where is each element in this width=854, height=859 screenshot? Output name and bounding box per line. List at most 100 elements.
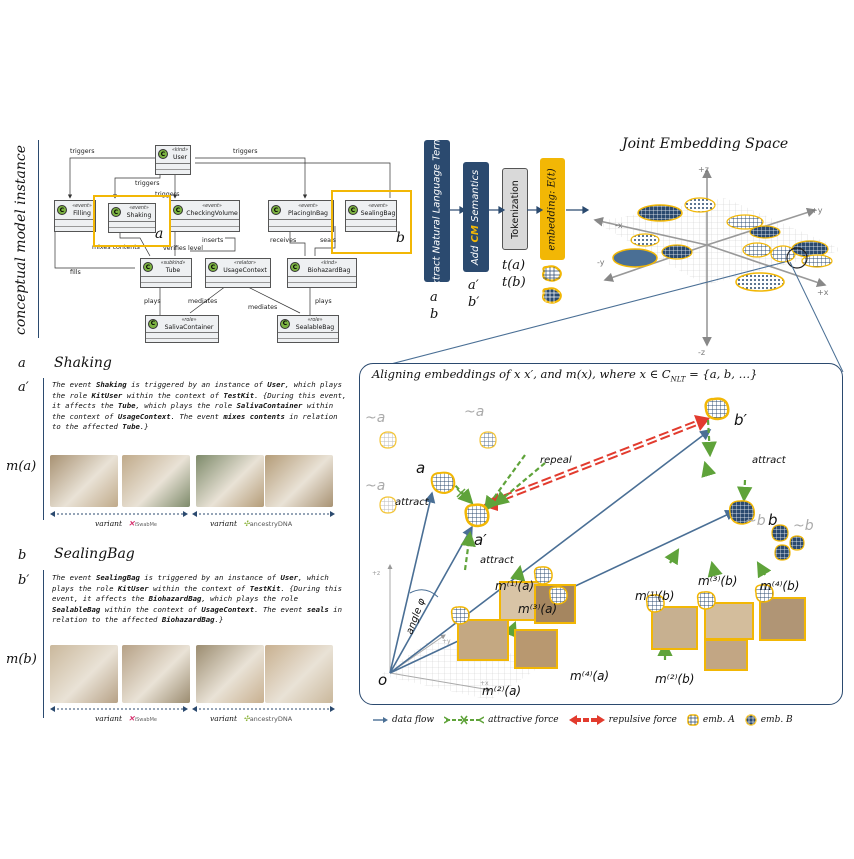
svg-text:a′: a′	[474, 531, 487, 549]
example-a-letter: a	[18, 356, 26, 371]
uml-class-usage: C «relator» UsageContext	[205, 258, 271, 288]
svg-text:mediates: mediates	[248, 304, 277, 311]
arrow-icon	[373, 717, 388, 723]
media-frames-b	[651, 597, 806, 671]
legend: data flow attractive force repulsive for…	[372, 712, 842, 728]
zoom-circle	[786, 247, 808, 269]
mini-axis-labels: +z+y+x	[372, 570, 489, 687]
pipeline-step-embedding: embedding: E(t)	[540, 158, 565, 260]
highlight-label-a: a	[155, 226, 164, 242]
highlight-label-b: b	[396, 230, 405, 246]
example-a-prime: a′	[18, 380, 29, 395]
svg-text:~b: ~b	[793, 518, 814, 534]
svg-text:+x: +x	[480, 680, 489, 687]
highlight-shaking	[93, 195, 171, 247]
svg-text:m⁽²⁾(a): m⁽²⁾(a)	[482, 684, 521, 698]
media-photo	[50, 645, 118, 703]
svg-text:o: o	[378, 671, 387, 689]
class-icon: C	[111, 207, 121, 218]
svg-text:-x: -x	[615, 221, 623, 230]
svg-text:triggers: triggers	[233, 148, 258, 155]
alignment-diagram: +z+y+x	[365, 397, 814, 700]
emb-not-a	[379, 431, 497, 514]
class-icon: C	[280, 318, 290, 329]
svg-text:b: b	[768, 511, 778, 529]
svg-text:plays: plays	[144, 298, 161, 305]
svg-text:repeal: repeal	[540, 455, 572, 466]
svg-text:inserts: inserts	[202, 237, 223, 244]
svg-text:triggers: triggers	[70, 148, 95, 155]
svg-text:+y: +y	[442, 638, 451, 645]
ancestry-logo: ✣	[243, 519, 250, 528]
emb-a-icon	[687, 714, 699, 726]
media-photo	[265, 645, 333, 703]
pipeline-out-b-prime: b′	[468, 295, 480, 310]
pipeline-step-tokenization: Tokenization	[502, 168, 528, 250]
pipeline-input-a: a	[430, 290, 438, 305]
example-a-name: Shaking	[54, 355, 112, 371]
example-b-variant-2: variant ✣ancestryDNA	[210, 714, 293, 723]
media-photo	[122, 645, 190, 703]
pipeline-out-ta: t(a)	[502, 258, 526, 273]
class-icon: C	[57, 205, 67, 215]
legend-item-attractive: attractive force	[444, 715, 559, 725]
svg-text:m⁽³⁾(b): m⁽³⁾(b)	[698, 574, 737, 588]
emb-b-icon	[745, 714, 757, 726]
svg-text:m⁽¹⁾(b): m⁽¹⁾(b)	[635, 589, 674, 603]
pipeline-out-a-prime: a′	[468, 278, 479, 293]
media-photo	[122, 455, 190, 507]
svg-text:plays: plays	[315, 298, 332, 305]
svg-text:~b: ~b	[745, 513, 766, 529]
pipeline-step-extract: Extract Natural Language Terms	[424, 130, 450, 292]
uml-class-tube: C «subkind» Tube	[140, 258, 192, 288]
example-b-description: The event SealingBag is triggered by an …	[52, 573, 342, 625]
class-icon: C	[143, 262, 153, 273]
legend-item-data-flow: data flow	[372, 715, 434, 725]
attractive-forces	[449, 419, 772, 660]
media-emb-a	[450, 566, 568, 625]
embedding-vectors	[389, 429, 737, 674]
svg-text:attract: attract	[752, 455, 787, 466]
pipeline-out-tb: t(b)	[502, 275, 526, 290]
class-icon: C	[158, 149, 168, 160]
attractive-force-icon	[444, 715, 485, 725]
example-a-variant-2: variant ✣ancestryDNA	[210, 519, 293, 528]
emb-a-prime	[464, 503, 490, 528]
svg-text:angle φ: angle φ	[404, 597, 427, 636]
svg-text:mixes contents: mixes contents	[92, 244, 140, 251]
iswabme-logo: ✕	[128, 519, 135, 528]
class-icon: C	[173, 205, 183, 215]
pipeline-input-b: b	[430, 307, 439, 322]
svg-text:seals: seals	[320, 237, 336, 244]
example-a-media-label: m(a)	[6, 459, 37, 474]
svg-text:-y: -y	[597, 258, 605, 267]
svg-text:m⁽³⁾(a): m⁽³⁾(a)	[518, 602, 557, 616]
example-a-divider	[43, 378, 44, 520]
uml-class-sealing: C «event» SealingBag	[345, 200, 397, 232]
media-photo	[50, 455, 118, 507]
emb-b	[728, 500, 756, 525]
uml-class-filling: C «event» Filling	[54, 200, 96, 232]
svg-text:fills: fills	[70, 269, 81, 276]
ancestry-logo: ✣	[243, 714, 250, 723]
svg-text:mediates: mediates	[188, 298, 217, 305]
media-photo	[196, 645, 264, 703]
svg-text:verifies level: verifies level	[163, 245, 203, 252]
media-emb-b	[645, 584, 774, 613]
example-a-variant-bar	[50, 511, 335, 517]
pipeline-arrows	[450, 205, 590, 215]
svg-text:~a: ~a	[365, 410, 385, 426]
emb-b-icon	[542, 287, 562, 304]
side-divider	[38, 140, 39, 338]
class-icon: C	[208, 262, 218, 273]
svg-text:receives: receives	[270, 237, 296, 244]
alignment-title: Aligning embeddings of x x′, and m(x), w…	[372, 367, 758, 384]
example-a-variant-1: variant ✕iSwabMe	[95, 519, 157, 528]
repulsive-force-icon	[568, 715, 605, 725]
uml-class-biobag: C «kind» BiohazardBag	[287, 258, 357, 288]
class-icon: C	[348, 205, 358, 215]
uml-class-user: C «kind» User	[155, 145, 191, 175]
emb-a	[430, 471, 456, 495]
svg-text:+y: +y	[811, 206, 823, 215]
